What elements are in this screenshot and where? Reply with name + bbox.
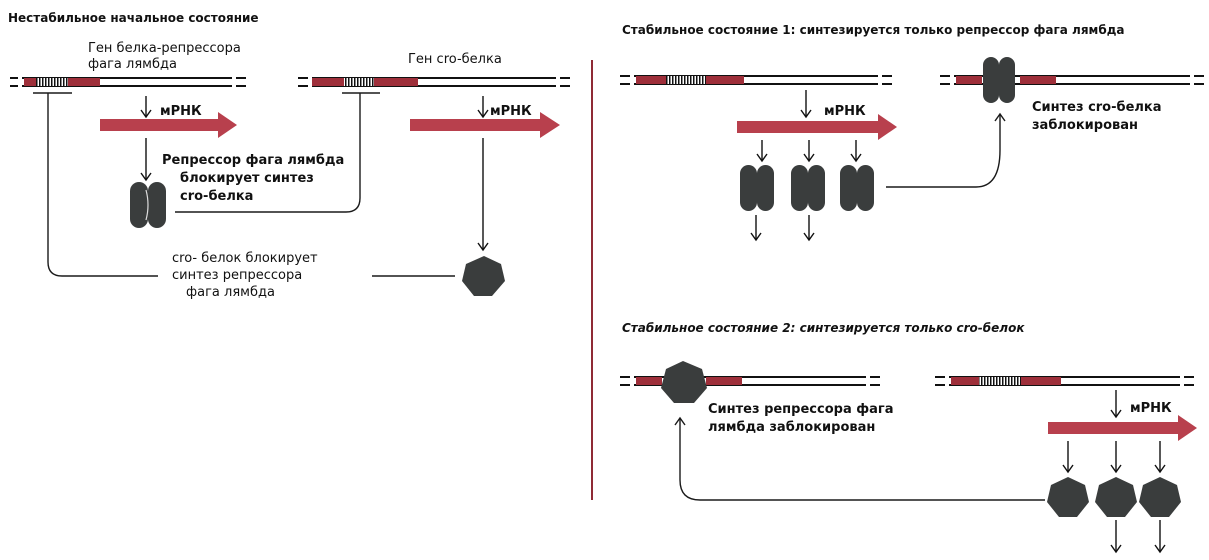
mrna-label-right: мРНК [490,104,532,119]
state1-title: Стабильное состояние 1: синтезируется то… [622,23,1125,37]
state1-blocked-label-1: Синтез cro-белка [1032,100,1162,115]
repressor-protein [130,182,166,228]
cro-blocks-label-2: синтез репрессора [172,268,303,283]
mrna-label-state2: мРНК [1130,401,1172,416]
mrna-arrow-left [100,96,237,182]
dna-state2-cro [935,376,1194,386]
state2-blocked-label-2: лямбда заблокирован [708,420,876,435]
repressor-blocks-label-1: Репрессор фага лямбда [162,153,345,168]
gene-repressor-label-1: Ген белка-репрессора [88,41,241,56]
dna-state1-repressor [620,75,892,85]
left-panel-title: Нестабильное начальное состояние [8,11,259,25]
repressor-blocks-label-3: cro-белка [180,189,254,204]
state1-feedback-line [886,115,1001,188]
gene-repressor-label-2: фага лямбда [88,57,177,72]
dna-state1-cro-blocked [940,75,1204,85]
cro-block-line [175,92,380,213]
mrna-label-left: мРНК [160,104,202,119]
mrna-arrow-state2 [1048,390,1197,441]
dna-state2-repressor-blocked [620,376,880,386]
repressor-blocks-label-2: блокирует синтез [180,171,314,186]
repressor-block-line [33,92,455,277]
dna-cro-gene [298,77,570,87]
mrna-arrow-state1 [737,90,897,140]
mrna-arrow-right [410,96,560,252]
repressor-proteins-state1 [740,140,874,242]
mrna-label-state1: мРНК [824,104,866,119]
repressor-bound-state1 [983,57,1015,103]
state2-title: Стабильное состояние 2: синтезируется то… [622,321,1025,335]
cro-proteins-state2 [1047,441,1181,554]
cro-bound-state2 [661,361,707,403]
state1-blocked-label-2: заблокирован [1032,118,1139,133]
cro-blocks-label-3: фага лямбда [186,285,275,300]
state2-blocked-label-1: Синтез репрессора фага [708,402,894,417]
gene-cro-label: Ген cro-белка [408,52,502,67]
dna-repressor-gene [10,77,246,87]
panel-divider [591,60,593,500]
cro-protein [462,256,505,296]
cro-blocks-label-1: cro- белок блокирует [172,251,318,266]
state2-feedback-line [679,418,1045,501]
